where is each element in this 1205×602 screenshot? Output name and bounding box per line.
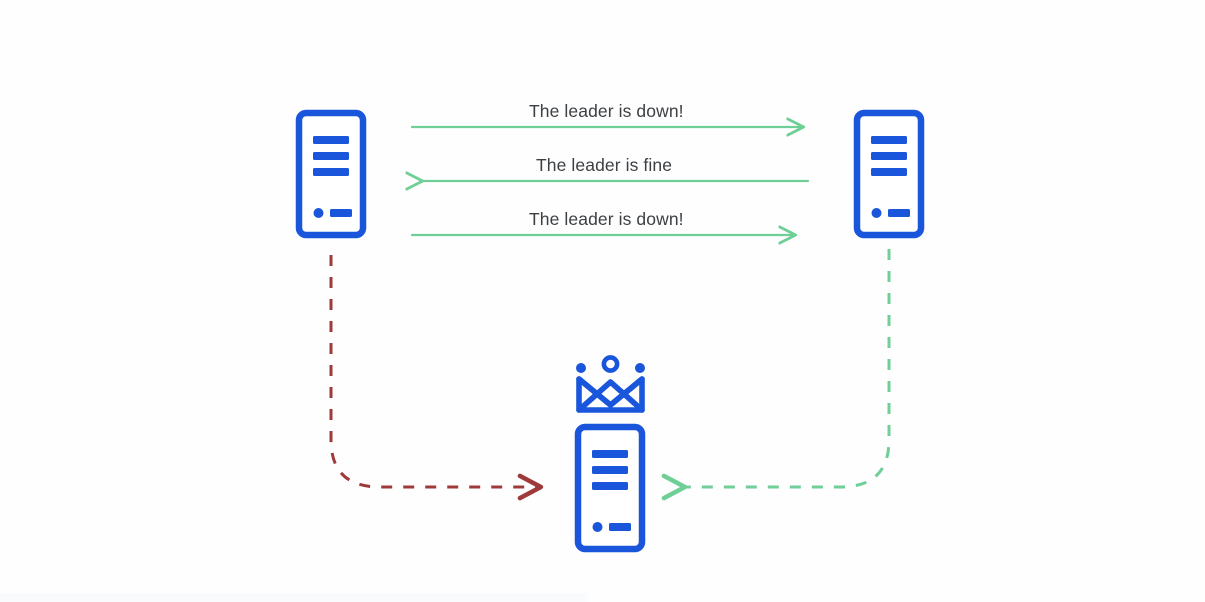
server-icon-led bbox=[871, 208, 882, 218]
server-icon-led bbox=[313, 208, 324, 218]
server-icon-bar-3 bbox=[871, 168, 907, 176]
server-icon-slot bbox=[330, 209, 352, 217]
server-icon-bar-2 bbox=[313, 152, 349, 160]
server-icon-led bbox=[592, 522, 603, 532]
server-icon-bar-1 bbox=[871, 136, 907, 144]
server-icon-slot bbox=[888, 209, 910, 217]
crown-icon-dot-center bbox=[601, 355, 620, 373]
message-label-1: The leader is down! bbox=[529, 101, 684, 121]
crown-icon-peak bbox=[576, 379, 645, 413]
left-server bbox=[295, 109, 367, 239]
message-label-2: The leader is fine bbox=[536, 155, 673, 175]
message-label-3: The leader is down! bbox=[529, 209, 684, 229]
server-icon-bar-3 bbox=[592, 482, 628, 490]
server-icon-bar-2 bbox=[592, 466, 628, 474]
server-icon-bar-2 bbox=[871, 152, 907, 160]
crown-icon-dot-left bbox=[576, 363, 586, 373]
leader-server bbox=[574, 423, 646, 553]
server-icon-slot bbox=[609, 523, 631, 531]
crown-icon bbox=[576, 355, 645, 413]
server-icon-bar-1 bbox=[313, 136, 349, 144]
right-server bbox=[853, 109, 925, 239]
server-icon-bar-3 bbox=[313, 168, 349, 176]
left-node-to-leader-connector bbox=[329, 255, 544, 501]
right-node-to-leader-connector bbox=[661, 249, 891, 501]
crown-icon-valley bbox=[576, 376, 645, 408]
crown-icon-dot-right bbox=[635, 363, 645, 373]
server-icon-bar-1 bbox=[592, 450, 628, 458]
bottom-edge-strip bbox=[0, 593, 588, 602]
